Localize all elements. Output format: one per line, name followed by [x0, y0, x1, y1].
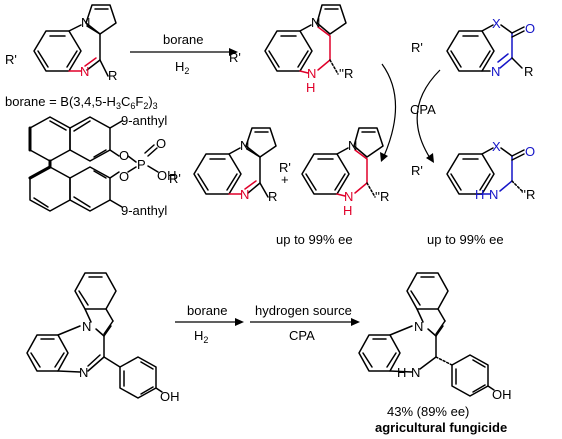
plus-sign: +: [281, 172, 289, 187]
rxn2-cpa: CPA: [289, 328, 315, 343]
atom-rprime: R': [279, 160, 291, 175]
atom-rprime: R': [411, 163, 423, 178]
cpa-arrow-right: [416, 69, 441, 159]
anthryl-label-top: 9-anthyl: [121, 113, 167, 128]
atom-nh: N: [411, 365, 420, 380]
atom-r: ''R: [375, 189, 389, 204]
atom-o: O: [119, 169, 129, 184]
atom-h-red: H: [343, 203, 352, 218]
arrowhead-cpa-right: [426, 153, 434, 163]
rxn2-borane: borane: [187, 303, 227, 318]
atom-nh-red: N: [344, 189, 353, 204]
atom-n: N: [79, 365, 88, 380]
atom-rprime: R': [169, 171, 181, 186]
recovered-substrate: [193, 127, 277, 198]
atom-x: X: [492, 139, 501, 154]
atom-h-blue: H: [475, 187, 484, 202]
fungicide-product: [358, 272, 495, 397]
quinoxalinone-substrate: [446, 24, 525, 72]
atom-r: R: [524, 64, 533, 79]
atom-rprime: R': [411, 40, 423, 55]
atom-h: H: [397, 365, 406, 380]
atom-nh-red: N: [307, 66, 316, 81]
atom-nh-blue: N: [489, 187, 498, 202]
atom-oh: OH: [492, 387, 512, 402]
cpa-arrow-left: [381, 63, 397, 157]
cpa-label: CPA: [410, 102, 436, 117]
rxn1-h2: H2: [175, 59, 189, 76]
product-name-label: agricultural fungicide: [375, 420, 507, 435]
atom-rprime: R': [229, 50, 241, 65]
atom-n: N: [348, 138, 357, 153]
arrowhead-cpa-left: [380, 152, 388, 162]
atom-r: R: [108, 68, 117, 83]
chiral-dihydro-product: [301, 127, 384, 198]
cpa-catalyst: [28, 116, 159, 212]
atom-o: O: [525, 144, 535, 159]
atom-r: R: [268, 189, 277, 204]
rxn2-hydrogen-source: hydrogen source: [255, 303, 352, 318]
atom-p: P: [137, 157, 146, 172]
atom-n: N: [82, 319, 91, 334]
atom-oh: OH: [160, 389, 180, 404]
rxn2-h2: H2: [194, 328, 208, 345]
atom-n: N: [414, 319, 423, 334]
ee-label-right: up to 99% ee: [427, 232, 504, 247]
substrate-pyrroloquinoxaline: [33, 4, 117, 77]
atom-o: O: [119, 148, 129, 163]
rxn1-reagent: borane: [163, 32, 203, 47]
atom-r: ''R: [521, 187, 535, 202]
arrowhead-2: [235, 318, 244, 326]
atom-o: O: [525, 21, 535, 36]
arrowhead-1: [229, 48, 238, 56]
atom-n: N: [81, 15, 90, 30]
atom-o: O: [156, 136, 166, 151]
atom-n-red: N: [80, 64, 89, 79]
yield-label: 43% (89% ee): [387, 404, 469, 419]
atom-n-blue: N: [491, 64, 500, 79]
atom-rprime: R': [5, 52, 17, 67]
chiral-quinoxalinone-product: [446, 147, 525, 195]
borane-definition: borane = B(3,4,5-H3C6F2)3: [5, 94, 158, 111]
atom-n-red: N: [240, 187, 249, 202]
dihydro-intermediate: [264, 4, 347, 75]
atom-h-red: H: [306, 80, 315, 95]
atom-oh: OH: [157, 168, 177, 183]
arrowhead-3: [351, 318, 360, 326]
atom-n: N: [311, 15, 320, 30]
atom-n: N: [240, 138, 249, 153]
ee-label-left: up to 99% ee: [276, 232, 353, 247]
atom-x: X: [492, 16, 501, 31]
indoloquinoxaline-substrate: [26, 272, 163, 399]
atom-r: ''R: [339, 66, 353, 81]
anthryl-label-bottom: 9-anthyl: [121, 203, 167, 218]
